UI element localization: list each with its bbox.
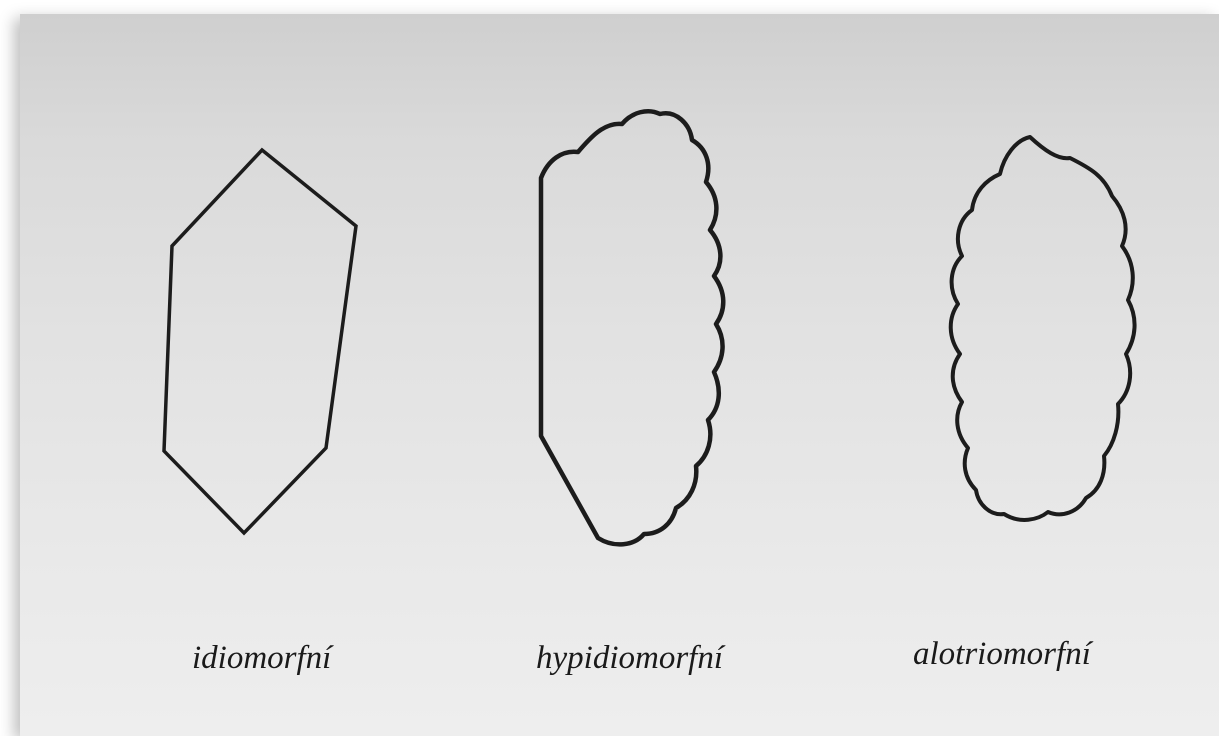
hypidiomorphic-crystal-outline bbox=[541, 111, 723, 544]
idiomorphic-label: idiomorfní bbox=[192, 640, 331, 677]
allotriomorphic-crystal-outline bbox=[951, 137, 1135, 520]
idiomorphic-crystal-outline bbox=[164, 150, 356, 533]
allotriomorphic-label: alotriomorfní bbox=[913, 636, 1091, 673]
hypidiomorphic-label: hypidiomorfní bbox=[536, 640, 723, 677]
